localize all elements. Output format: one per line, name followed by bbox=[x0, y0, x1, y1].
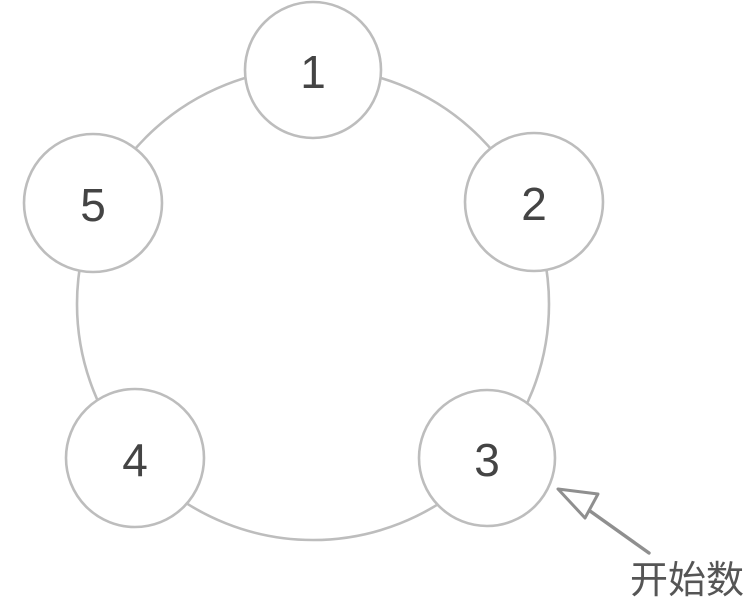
start-pointer-arrow-icon bbox=[556, 487, 651, 555]
node-circle-2[interactable] bbox=[463, 131, 605, 273]
node-group-4[interactable]: 4 bbox=[64, 387, 206, 529]
node-circle-3[interactable] bbox=[417, 388, 557, 528]
node-label-1: 1 bbox=[300, 46, 326, 98]
arrow-shaft bbox=[581, 504, 651, 555]
node-circle-1[interactable] bbox=[243, 0, 383, 140]
node-group-5[interactable]: 5 bbox=[22, 132, 164, 274]
node-group-1[interactable]: 1 bbox=[243, 0, 383, 140]
node-label-3: 3 bbox=[474, 434, 500, 486]
node-circle-5[interactable] bbox=[22, 132, 164, 274]
node-label-5: 5 bbox=[80, 179, 106, 231]
node-label-2: 2 bbox=[521, 178, 547, 230]
node-circle-4[interactable] bbox=[64, 387, 206, 529]
arrow-head bbox=[556, 487, 600, 520]
start-annotation-label: 开始数 bbox=[630, 558, 744, 602]
node-group-3[interactable]: 3 bbox=[417, 388, 557, 528]
node-label-4: 4 bbox=[122, 434, 148, 486]
node-group-2[interactable]: 2 bbox=[463, 131, 605, 273]
